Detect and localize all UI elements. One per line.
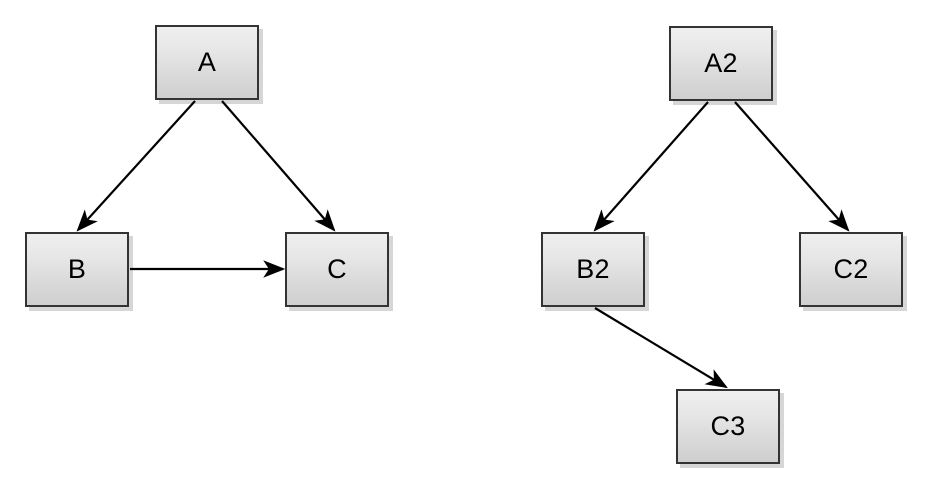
edge-a2-to-b2 [593,101,709,232]
node-b2[interactable]: B2 [541,232,645,307]
node-b[interactable]: B [25,232,129,307]
edges-group [76,100,850,389]
node-label-c2: C2 [833,254,869,284]
node-c3[interactable]: C3 [676,389,780,464]
edge-a-to-c [221,100,336,232]
edge-a2-to-c2 [734,101,850,232]
node-label-c3: C3 [710,411,746,441]
node-label-b2: B2 [576,254,610,284]
node-c[interactable]: C [285,232,389,307]
node-label-a: A [197,47,217,77]
node-c2[interactable]: C2 [799,232,903,307]
node-label-c: C [327,254,347,284]
node-label-a2: A2 [704,48,738,78]
node-a[interactable]: A [155,25,259,100]
node-label-b: B [67,254,87,284]
node-a2[interactable]: A2 [669,26,773,101]
edge-a-to-b [76,100,196,232]
edge-b2-to-c3 [594,307,728,389]
